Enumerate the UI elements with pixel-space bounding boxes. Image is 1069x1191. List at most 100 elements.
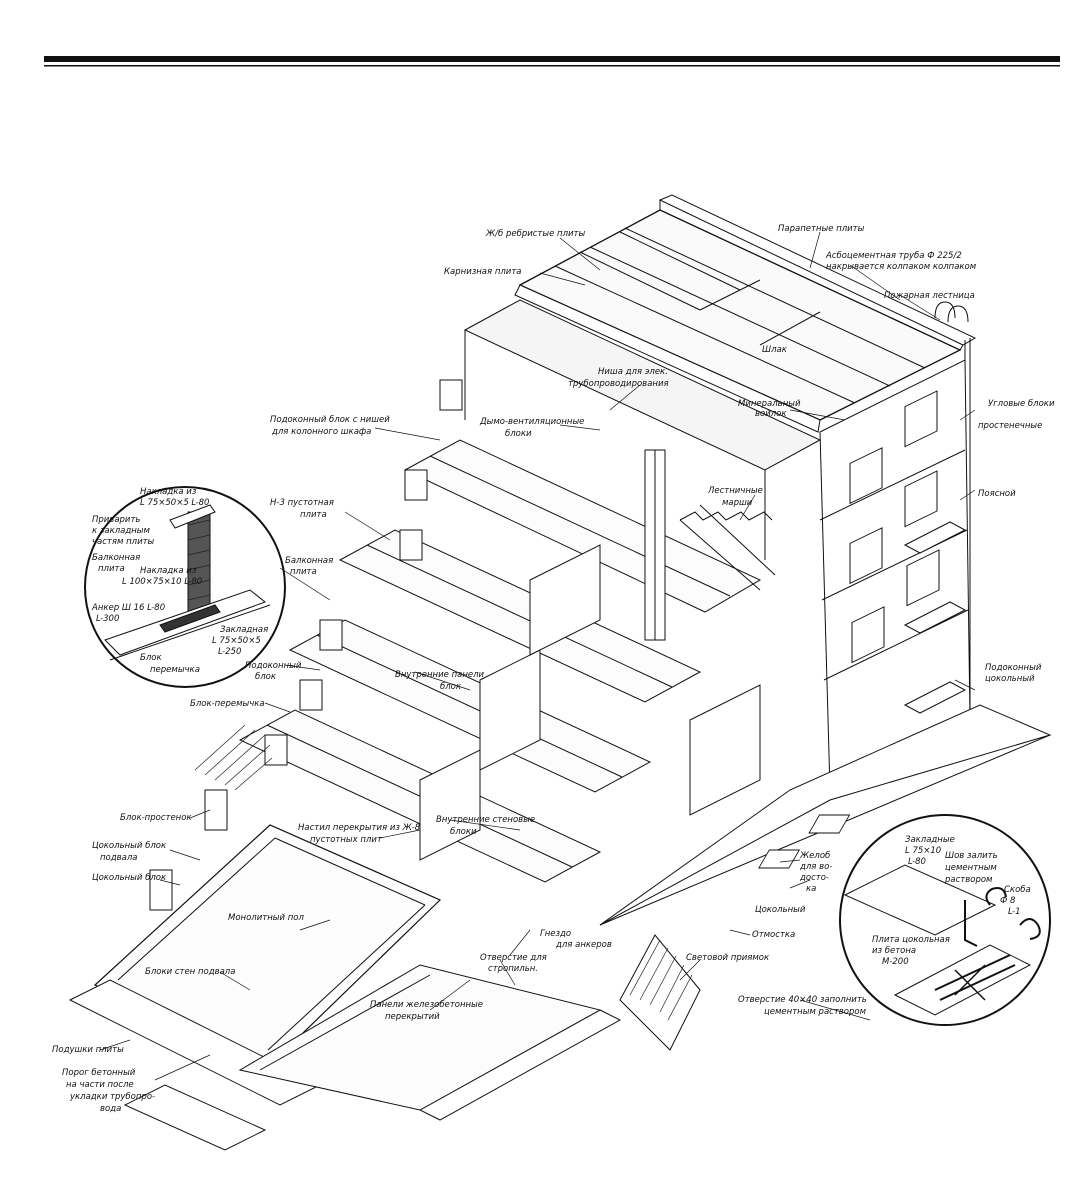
- label-floor-deck-1: Настил перекрытия из Ж-8: [298, 823, 421, 833]
- label-d2-9: L-1: [1008, 907, 1021, 917]
- label-balcony-slab-1: Балконная: [285, 556, 333, 566]
- label-slag: Шлак: [762, 345, 788, 355]
- label-sill-block-1: Подоконный блок с нишей: [270, 415, 390, 425]
- label-d2-5: цементным: [945, 863, 997, 873]
- label-foundation-pads: Подушки плиты: [52, 1045, 124, 1055]
- label-smoke-vent-1: Дымо-вентиляционные: [479, 417, 584, 427]
- label-anchor-socket-1: Гнездо: [540, 929, 571, 939]
- label-d2-6: раствором: [944, 875, 993, 885]
- label-d1-14: L-250: [218, 647, 241, 657]
- label-smoke-vent-2: блоки: [505, 429, 532, 439]
- label-stair-flights-2: марши: [722, 498, 753, 508]
- label-threshold-3: укладки трубопро-: [69, 1092, 155, 1102]
- detail-balcony-anchor: [84, 486, 286, 688]
- label-inner-panels-2: блок: [440, 682, 462, 692]
- label-d1-6: Балконная: [92, 553, 140, 563]
- label-fill-opening-2: цементным раствором: [764, 1007, 867, 1017]
- label-fill-opening-1: Отверстие 40×40 заполнить: [738, 995, 867, 1005]
- label-monolithic-floor: Монолитный пол: [228, 913, 304, 923]
- label-plinth-block-3: Цокольный блок: [92, 873, 167, 883]
- label-threshold-2: на части после: [66, 1080, 134, 1090]
- label-rc-panels-1: Панели железобетонные: [370, 1000, 483, 1010]
- label-d1-4: к закладным: [92, 526, 150, 536]
- label-inner-panels-1: Внутренние панели: [395, 670, 485, 680]
- label-plinth-r: Цокольный: [755, 905, 806, 915]
- label-gutter-2: для во-: [799, 862, 832, 872]
- header-rule: [44, 56, 1060, 67]
- label-d2-2: L 75×10: [905, 846, 941, 856]
- label-corner-blocks-1: Угловые блоки: [988, 399, 1055, 409]
- label-d2-1: Закладные: [905, 835, 955, 845]
- label-d1-7: плита: [98, 564, 125, 574]
- label-sill-block-b2: блок: [255, 672, 277, 682]
- label-stair-flights-1: Лестничные: [707, 486, 763, 496]
- label-parapet-slabs: Парапетные плиты: [778, 224, 865, 234]
- label-d2-8: Ф 8: [1000, 896, 1016, 906]
- label-pier-block: Блок-простенок: [120, 813, 192, 823]
- label-inner-wall-blocks-1: Внутренние стеновые: [436, 815, 535, 825]
- label-floor-deck-2: пустотных плит: [310, 835, 383, 845]
- label-d1-16: перемычка: [150, 665, 200, 675]
- label-lintel-block: Блок-перемычка: [190, 699, 265, 709]
- label-balcony-slab-2: плита: [290, 567, 317, 577]
- label-opening-1: Отверстие для: [480, 953, 547, 963]
- label-sill-block-2: для колонного шкафа: [271, 427, 371, 437]
- label-d1-3: Приварить: [92, 515, 140, 525]
- label-d2-12: М-200: [882, 957, 909, 967]
- label-gutter-4: ка: [806, 884, 816, 894]
- label-d2-3: L-80: [908, 857, 926, 867]
- label-fire-ladder: Пожарная лестница: [884, 291, 975, 301]
- label-corner-blocks-2: простенечные: [978, 421, 1042, 431]
- label-inner-wall-blocks-2: блоки: [450, 827, 477, 837]
- label-d1-1: Накладка из: [140, 487, 197, 497]
- label-mineral-felt-1: Минеральный: [738, 399, 801, 409]
- detail-plinth-joint: [839, 814, 1051, 1026]
- label-sill-block-b1: Подоконный: [245, 661, 302, 671]
- building-drawing: [68, 194, 1052, 1151]
- leader-lines: [99, 231, 976, 1081]
- label-d1-13: L 75×50×5: [212, 636, 261, 646]
- label-hollow-slab-2: плита: [300, 510, 327, 520]
- label-niche-2: трубопроводирования: [568, 379, 669, 389]
- label-mineral-felt-2: войлок: [755, 409, 787, 419]
- label-plinth-sill-1: Подоконный: [985, 663, 1042, 673]
- label-asbestos-pipe-1: Асбоцементная труба Ф 225/2: [825, 251, 962, 261]
- label-d1-10: Анкер Ш 16 L-80: [91, 603, 165, 613]
- label-d1-8: Накладка из: [140, 566, 197, 576]
- label-anchor-socket-2: для анкеров: [555, 940, 612, 950]
- label-plinth-block-1: Цокольный блок: [92, 841, 167, 851]
- label-threshold-4: вода: [100, 1104, 121, 1114]
- label-niche-1: Ниша для элек.: [598, 367, 668, 377]
- label-apron: Отмостка: [752, 930, 795, 940]
- label-d1-2: L 75×50×5 L-80: [140, 498, 209, 508]
- ground-hatch: [194, 724, 273, 791]
- label-opening-2: стропильн.: [488, 964, 538, 974]
- label-d1-9: L 100×75×10 L-80: [122, 577, 202, 587]
- callout-labels: Ж/б ребристые плиты Парапетные плиты Кар…: [52, 224, 1055, 1114]
- label-belt: Поясной: [978, 489, 1016, 499]
- label-d2-7: Скоба: [1004, 885, 1031, 895]
- light-pit: [619, 934, 701, 1051]
- label-plinth-block-2: подвала: [100, 853, 138, 863]
- label-d2-11: из бетона: [872, 946, 916, 956]
- label-asbestos-pipe-2: накрывается колпаком колпаком: [826, 262, 977, 272]
- label-d2-10: Плита цокольная: [872, 935, 950, 945]
- label-threshold-1: Порог бетонный: [62, 1068, 136, 1078]
- label-light-pit: Световой приямок: [686, 953, 770, 963]
- label-gutter-1: Желоб: [799, 851, 830, 861]
- label-d1-15: Блок: [140, 653, 162, 663]
- label-d1-12: Закладная: [220, 625, 268, 635]
- label-ribbed-slabs: Ж/б ребристые плиты: [485, 229, 585, 239]
- label-gutter-3: досто-: [799, 873, 829, 883]
- stair-flight: [679, 504, 776, 591]
- label-plinth-sill-2: цокольный: [985, 674, 1035, 684]
- label-d1-5: частям плиты: [92, 537, 155, 547]
- label-hollow-slab-1: Н-3 пустотная: [270, 498, 334, 508]
- label-d1-11: L-300: [96, 614, 119, 624]
- label-d2-4: Шов залить: [945, 851, 998, 861]
- label-rc-panels-2: перекрытий: [385, 1012, 440, 1022]
- label-cornice-slab: Карнизная плита: [444, 267, 522, 277]
- label-basement-wall-blocks: Блоки стен подвала: [145, 967, 235, 977]
